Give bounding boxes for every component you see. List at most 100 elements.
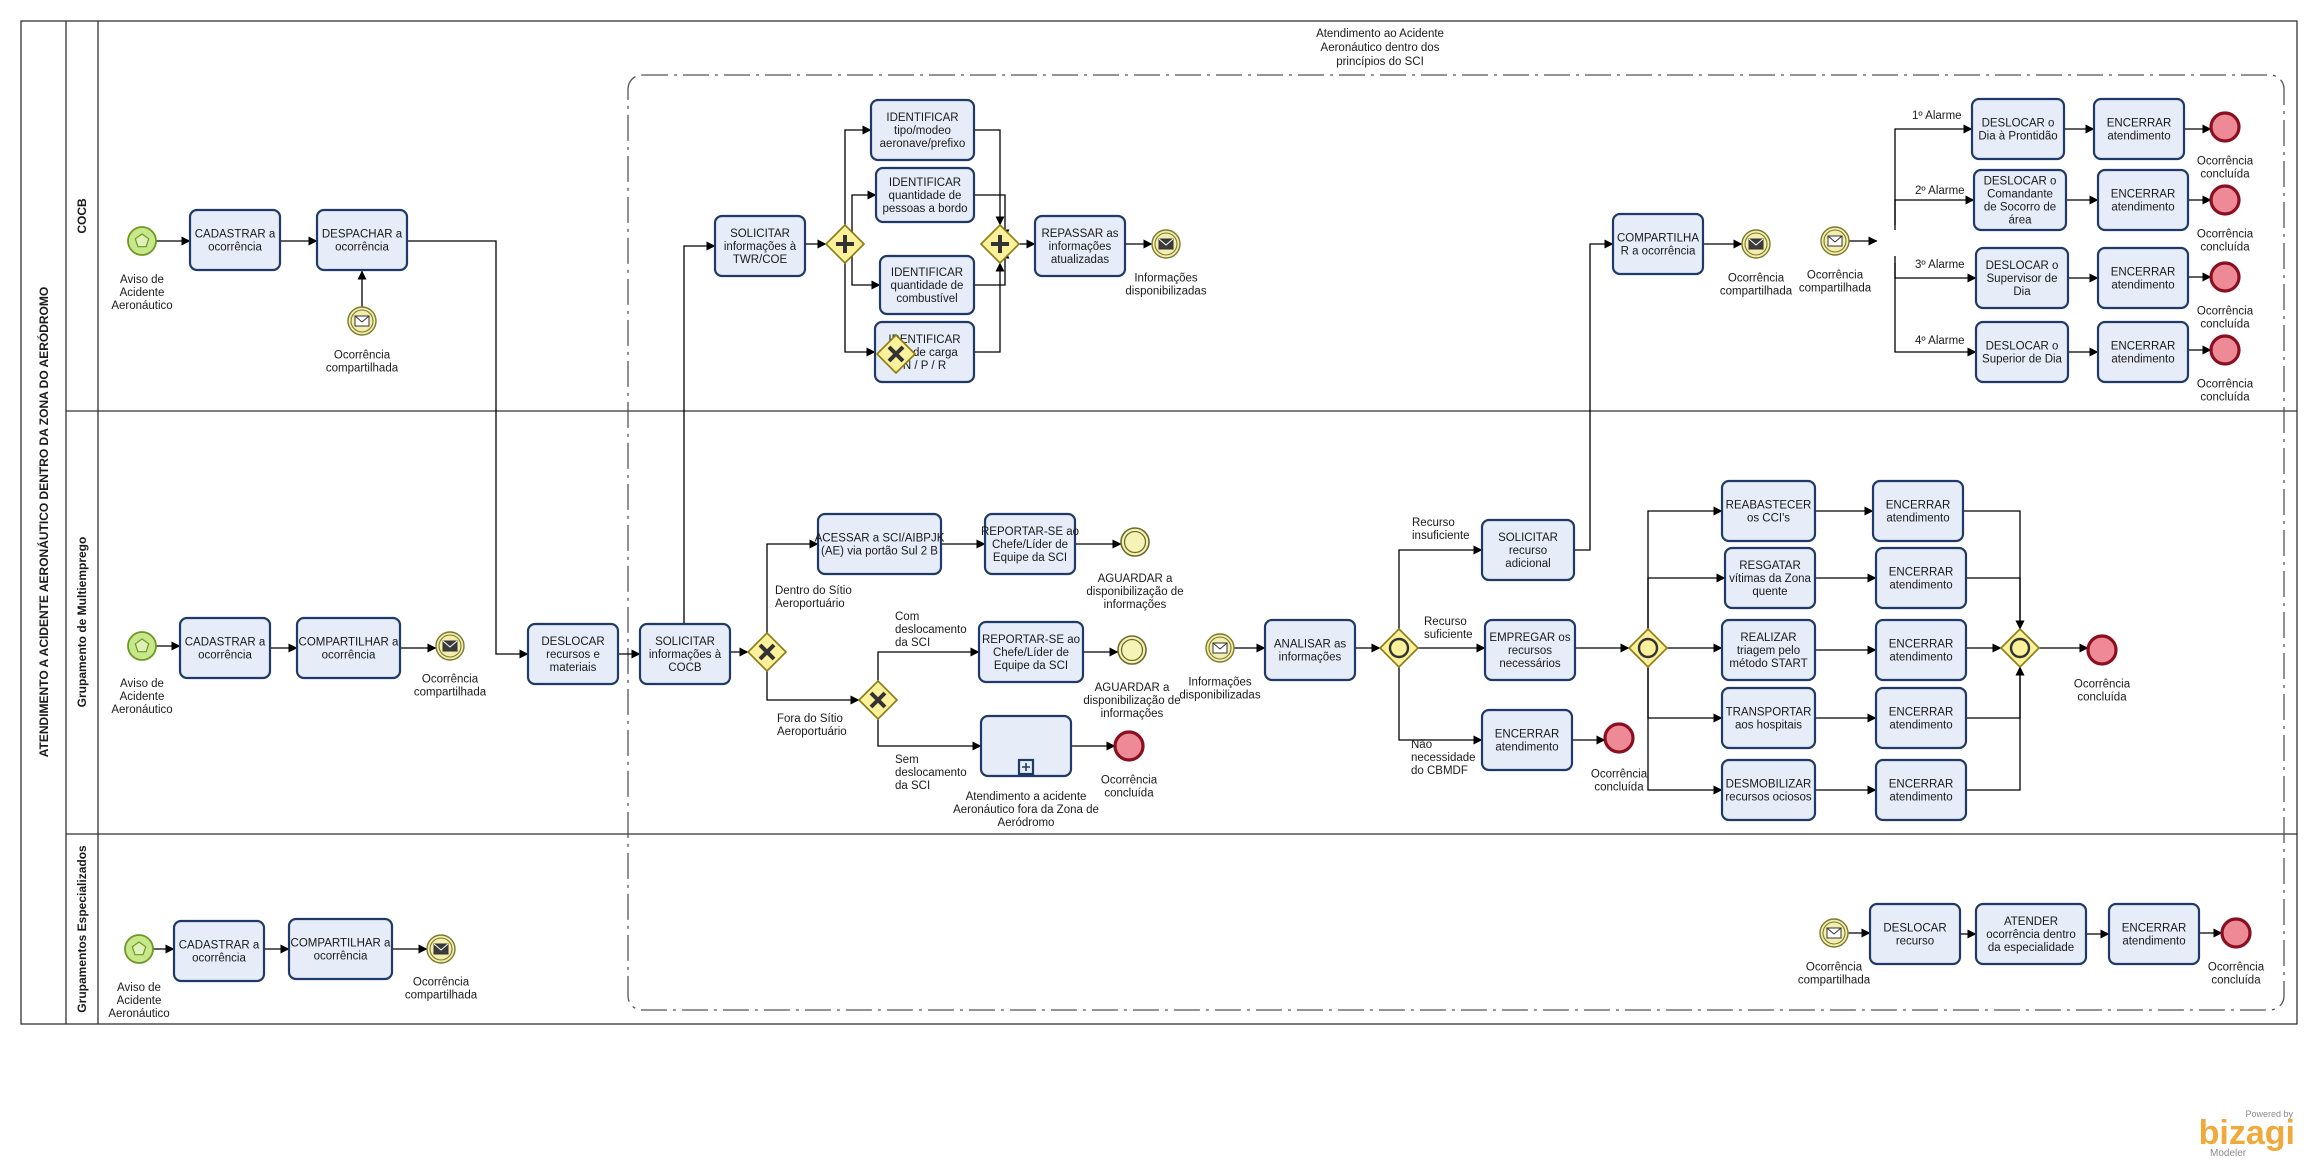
circle-icon xyxy=(2009,637,2031,659)
task-label-line: atendimento xyxy=(1495,742,1558,754)
intermediate-event[interactable] xyxy=(1120,527,1150,557)
sequence-flow xyxy=(974,262,1005,353)
task-label-line: atendimento xyxy=(2111,354,2174,366)
start-event[interactable] xyxy=(127,631,157,661)
parallel-gateway[interactable] xyxy=(824,223,866,265)
end-event[interactable] xyxy=(1603,722,1635,754)
end-event[interactable] xyxy=(2209,111,2241,143)
message-event-label-line: Ocorrência xyxy=(1806,962,1863,974)
message-event[interactable] xyxy=(435,631,465,661)
end-event[interactable] xyxy=(2209,334,2241,366)
end-event[interactable] xyxy=(2220,917,2252,949)
message-event[interactable] xyxy=(1151,229,1181,259)
end-event[interactable] xyxy=(2086,634,2118,666)
task-label-line: atendimento xyxy=(2111,202,2174,214)
start-event[interactable] xyxy=(124,934,154,964)
sequence-flow xyxy=(1894,124,1973,225)
intermediate-event[interactable] xyxy=(1117,635,1147,665)
end-event[interactable] xyxy=(2209,261,2241,293)
message-event-label-line: compartilhada xyxy=(414,687,487,699)
message-event[interactable] xyxy=(1819,918,1849,948)
task-label-line: ocorrência xyxy=(208,242,262,254)
parallel-gateway[interactable] xyxy=(979,223,1021,265)
flow-label-line: da SCI xyxy=(895,780,930,792)
task-acc[interactable]: ACESSAR a SCI/AIBPJK(AE) via portão Sul … xyxy=(815,512,945,576)
task-label-line: ANALISAR as xyxy=(1274,639,1346,651)
exclusive-gateway[interactable] xyxy=(857,679,899,721)
message-event[interactable] xyxy=(1205,633,1235,663)
task-label-line: área xyxy=(2008,215,2032,227)
end-event[interactable] xyxy=(1113,730,1145,762)
inclusive-gateway[interactable] xyxy=(1378,627,1420,669)
message-event[interactable] xyxy=(1820,226,1850,256)
task-label-line: os CCI's xyxy=(1747,513,1790,525)
start-event[interactable] xyxy=(127,226,157,256)
message-event-label-line: Ocorrência xyxy=(413,977,470,989)
task-sub[interactable] xyxy=(979,714,1073,778)
task-label-line: (AE) via portão Sul 2 B xyxy=(821,546,938,558)
end-event[interactable] xyxy=(2209,184,2241,216)
inclusive-gateway[interactable] xyxy=(1999,627,2041,669)
message-event[interactable] xyxy=(347,306,377,336)
message-event[interactable] xyxy=(426,934,456,964)
end-event-label-line: concluída xyxy=(2200,242,2250,254)
exclusive-gateway[interactable] xyxy=(875,333,917,375)
inclusive-gateway[interactable] xyxy=(1627,627,1669,669)
end-event-label-line: Ocorrência xyxy=(2197,306,2254,318)
flow-label-line: Aeroportuário xyxy=(775,598,845,610)
exclusive-gateway[interactable] xyxy=(746,631,788,673)
flow-label-line: Sem xyxy=(895,754,919,766)
envelope-icon xyxy=(1748,238,1764,250)
end-event-label-line: concluída xyxy=(2200,392,2250,404)
task-label-line: COMPARTILHAR a xyxy=(291,938,392,950)
message-event[interactable] xyxy=(1741,229,1771,259)
